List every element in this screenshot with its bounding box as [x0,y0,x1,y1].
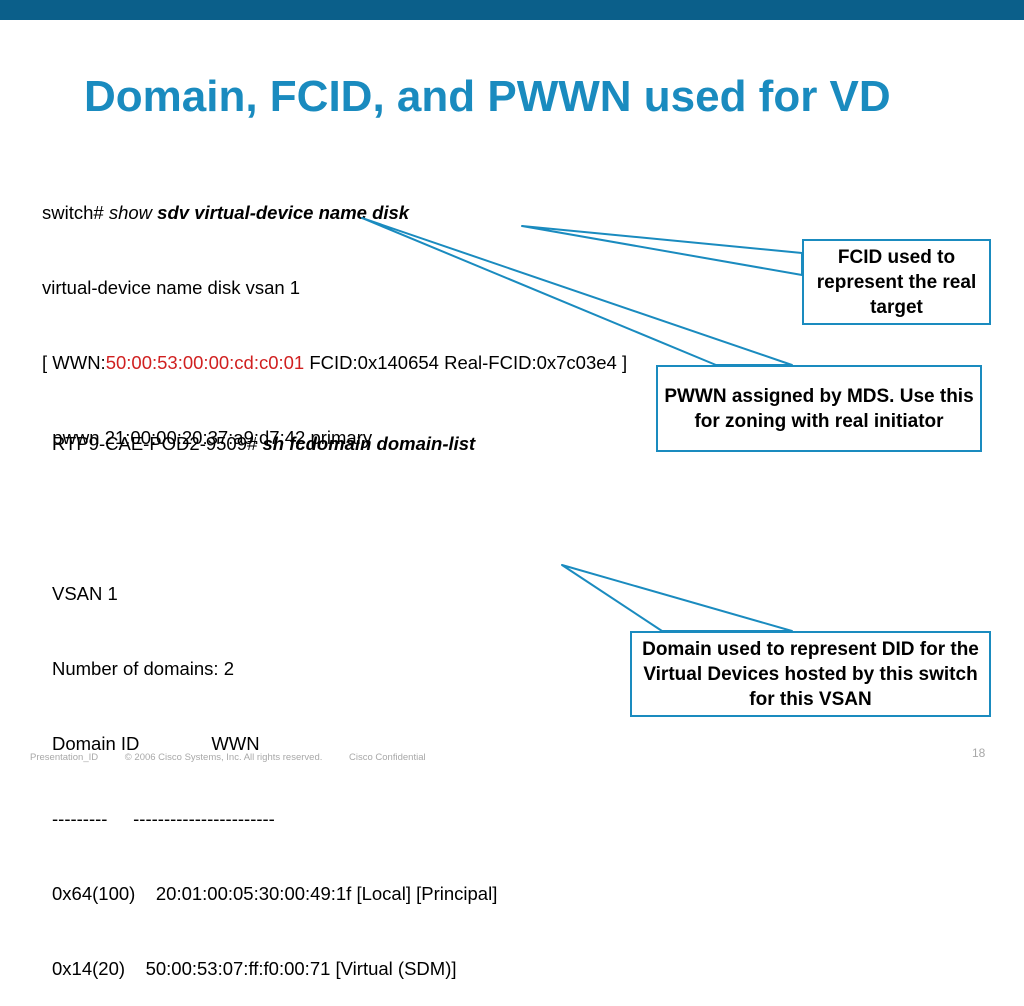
pod-prompt: RTP9-CAE-POD2-9509# [52,433,263,454]
virtual-device-line: virtual-device name disk vsan 1 [42,277,301,298]
confidential-label: Cisco Confidential [349,752,426,763]
virtual-wwn-value: 50:00:53:00:00:cd:c0:01 [105,352,305,373]
domain-table-header: Domain ID WWN [52,733,260,754]
domain-row-local: 0x64(100) 20:01:00:05:30:00:49:1f [Local… [52,883,498,904]
footer: Presentation_ID © 2006 Cisco Systems, In… [30,752,450,763]
wwn-fcid-line: [ WWN:50:00:53:00:00:cd:c0:01 FCID:0x140… [42,350,627,375]
domain-table-separator: --------- ----------------------- [52,808,275,829]
switch-prompt: switch# [42,202,109,223]
fcid-values: FCID:0x140654 Real-FCID:0x7c03e4 ] [304,352,628,373]
domain-callout-pointer [561,564,793,632]
domain-callout: Domain used to represent DID for the Vir… [630,631,991,717]
wwn-prefix: [ WWN: [42,352,106,373]
sdv-command-text: sdv virtual-device name disk [152,202,410,223]
show-keyword: show [108,202,153,223]
fcid-callout: FCID used to represent the real target [802,239,991,325]
slide-title: Domain, FCID, and PWWN used for VD [84,72,891,121]
fcid-callout-pointer [521,225,803,276]
presentation-id: Presentation_ID [30,752,99,763]
fcid-callout-text: FCID used to represent the real target [816,246,977,318]
fcdomain-command-text: sh fcdomain domain-list [262,433,476,454]
domain-row-virtual: 0x14(20) 50:00:53:07:ff:f0:00:71 [Virtua… [52,958,457,979]
domain-callout-text: Domain used to represent DID for the Vir… [642,638,979,710]
domain-count-line: Number of domains: 2 [52,658,235,679]
vsan-line: VSAN 1 [52,583,118,604]
copyright-notice: © 2006 Cisco Systems, Inc. All rights re… [124,752,323,763]
top-bar [0,0,1024,20]
page-number: 18 [972,746,986,760]
pwwn-line: pwwn 21:00:00:20:37:a9:d7:42 primary [42,427,373,448]
sdv-command-output: switch# show sdv virtual-device name dis… [42,150,627,475]
pwwn-callout-text: PWWN assigned by MDS. Use this for zonin… [664,385,974,432]
pwwn-callout: PWWN assigned by MDS. Use this for zonin… [656,365,982,452]
pwwn-callout-pointer [361,217,793,366]
fcdomain-command-line: RTP9-CAE-POD2-9509# sh fcdomain domain-l… [52,431,497,456]
sdv-command-line: switch# show sdv virtual-device name dis… [42,200,627,225]
